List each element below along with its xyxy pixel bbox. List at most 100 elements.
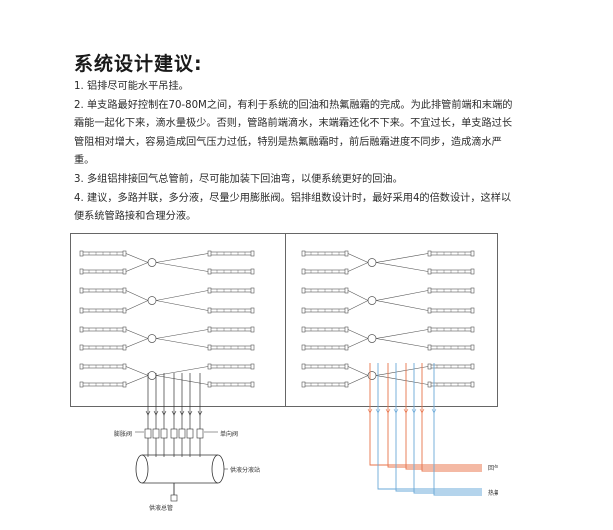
branch-line [347,366,369,376]
expansion-valve [186,428,194,439]
coil-end-right [344,250,349,257]
aluminum-coil [427,344,475,351]
aluminum-coil [79,363,127,370]
coil-end-left [301,363,306,370]
coil-end-right [122,268,127,275]
branch-line [347,290,369,301]
coil-end-left [427,268,432,275]
design-notes: 1. 铝排尽可能水平吊挂。 2. 单支路最好控制在70-80M之间，有利于系统的… [74,78,514,227]
coil-end-left [79,344,84,351]
return-gas-line [421,363,482,472]
aluminum-coil [301,326,349,333]
aluminum-coil [79,326,127,333]
aluminum-coil [427,307,475,314]
aluminum-coil [427,326,475,333]
branch-line [155,262,209,272]
note-2: 2. 单支路最好控制在70-80M之间，有利于系统的回油和热氟融霜的完成。为此排… [74,99,513,167]
branch-line [125,338,149,348]
coil-end-left [301,307,306,314]
coil-end-right [250,268,255,275]
expansion-valve [152,428,160,439]
flow-arrow [145,410,151,416]
coil-end-right [470,268,475,275]
junction-node [367,371,377,380]
label-liquid-main: 供液总管 [149,504,173,512]
piping-diagram: 膨胀阀 单向阀 供液分液站 供液总管 回气总管 热氟总管 [70,233,512,526]
branch-line [347,262,369,272]
liquid-main-valve [170,494,178,502]
left-coil-group [79,250,255,388]
coil-end-left [427,363,432,370]
aluminum-coil [427,381,475,388]
branch-line [375,290,429,301]
flow-arrow [161,410,167,416]
right-coil-group [301,250,475,388]
flow-arrow [411,408,417,414]
branch-line [375,300,429,311]
coil-end-right [122,250,127,257]
coil-end-right [250,287,255,294]
branch-line [375,366,429,376]
aluminum-coil [301,344,349,351]
aluminum-coil [301,363,349,370]
right-evaporator-frame [285,233,498,407]
coil-end-right [470,307,475,314]
label-hot-gas-main: 热氟总管 [488,489,498,497]
expansion-valve [160,428,168,439]
branch-line [155,338,209,348]
coil-end-left [79,381,84,388]
expansion-valve [178,428,186,439]
coil-end-right [250,250,255,257]
branch-line [347,338,369,348]
coil-end-right [344,268,349,275]
coil-end-left [207,363,212,370]
label-check-valve: 单向阀 [220,430,238,438]
branch-line [125,290,149,301]
return-gas-line [387,363,482,468]
aluminum-coil [207,344,255,351]
coil-end-right [470,287,475,294]
left-evaporator-frame [70,233,286,407]
coil-end-right [470,250,475,257]
aluminum-coil [427,268,475,275]
return-and-hot-gas-lines [367,363,482,496]
coil-end-left [207,250,212,257]
coil-end-left [79,307,84,314]
aluminum-coil [427,287,475,294]
aluminum-coil [207,250,255,257]
note-4: 4. 建议，多路并联，多分液，尽量少用膨胀阀。铝排组数设计时，最好采用4的倍数设… [74,192,512,223]
coil-end-left [427,326,432,333]
expansion-valve [196,428,204,439]
coil-end-left [301,287,306,294]
aluminum-coil [79,250,127,257]
coil-end-left [79,363,84,370]
coil-end-left [301,326,306,333]
branch-line [347,253,369,263]
coil-end-left [207,326,212,333]
coil-end-left [427,307,432,314]
junction-node [147,371,157,380]
aluminum-coil [79,307,127,314]
coil-end-left [427,250,432,257]
branch-line [375,253,429,263]
piping-diagram-svg: 膨胀阀 单向阀 供液分液站 供液总管 回气总管 热氟总管 [70,233,512,512]
coil-end-right [344,381,349,388]
flow-arrow [403,408,409,414]
coil-end-left [207,268,212,275]
hot-gas-line [433,363,482,496]
aluminum-coil [79,287,127,294]
flow-arrow [179,410,185,416]
return-gas-line [369,363,482,466]
coil-end-right [250,363,255,370]
junction-node [147,334,157,343]
aluminum-coil [301,307,349,314]
page-title: 系统设计建议: [74,53,203,75]
coil-end-right [122,363,127,370]
coil-end-right [470,363,475,370]
flow-arrow [367,408,373,414]
coil-end-left [301,250,306,257]
flow-arrow [197,410,203,416]
branch-line [375,338,429,348]
coil-end-right [470,344,475,351]
coil-end-left [79,250,84,257]
